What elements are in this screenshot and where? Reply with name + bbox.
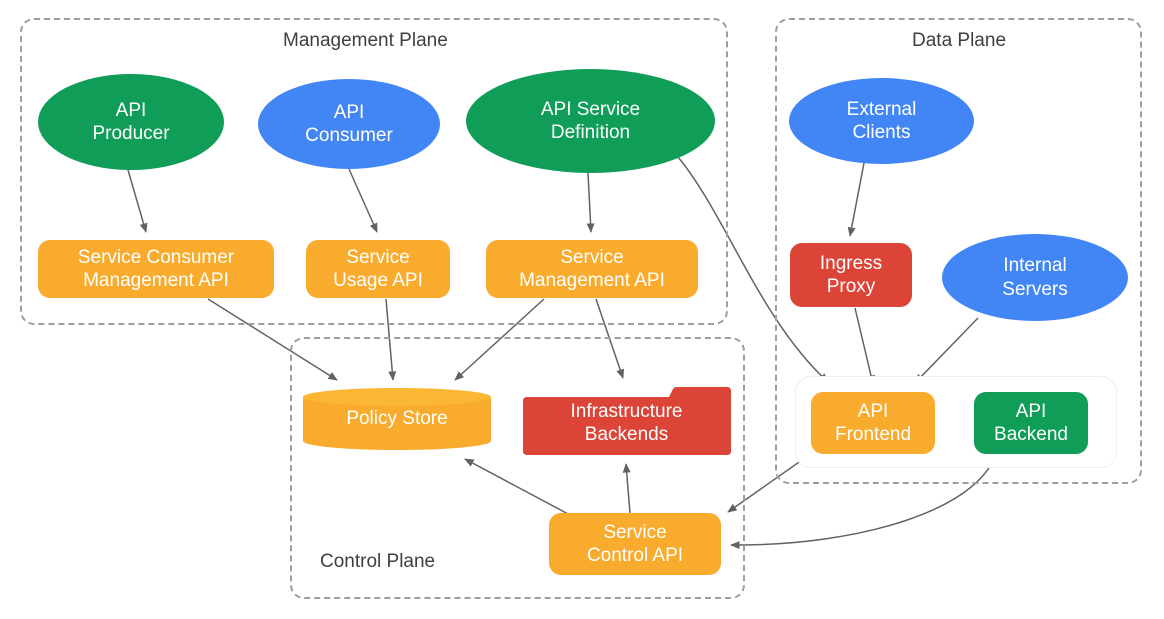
node-policy-store[interactable]: Policy Store (303, 388, 491, 450)
policy-store-cylinder-bottom (303, 432, 491, 450)
note-shape-infrastructure-backends (523, 387, 731, 455)
plane-control-plane (290, 337, 745, 599)
plane-data-plane (775, 18, 1142, 484)
plane-management-plane (20, 18, 728, 325)
plane-label-control-plane: Control Plane (320, 551, 436, 572)
plane-label-data-plane: Data Plane (912, 30, 1007, 51)
plane-label-management-plane: Management Plane (283, 30, 448, 51)
policy-store-cylinder-top (303, 388, 491, 406)
